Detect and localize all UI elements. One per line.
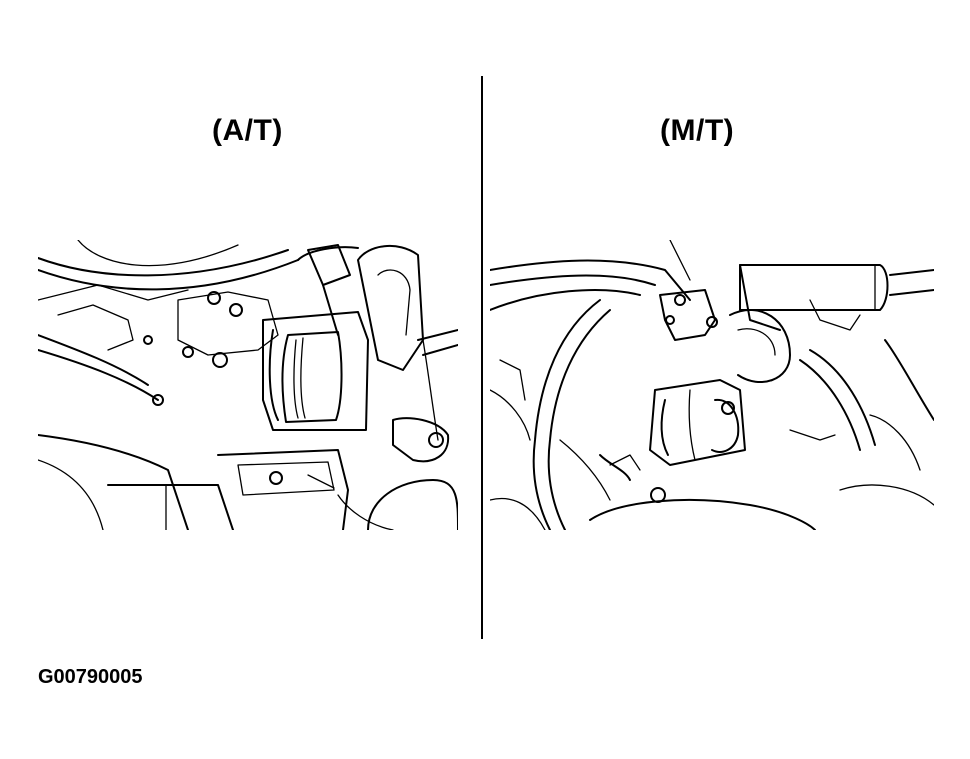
panel-divider	[481, 76, 483, 639]
manual-transmission-label: (M/T)	[660, 114, 735, 147]
automatic-transmission-label: (A/T)	[212, 114, 283, 147]
figure-code: G00790005	[38, 666, 143, 688]
manual-transmission-illustration	[490, 240, 934, 530]
automatic-transmission-illustration	[38, 240, 458, 530]
